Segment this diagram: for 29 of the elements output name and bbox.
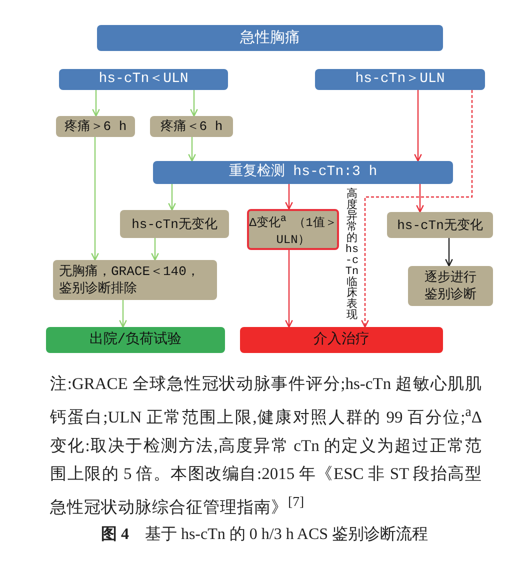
result-box: 无胸痛，GRACE＜140，鉴别诊断排除	[53, 260, 217, 300]
arrow	[361, 90, 473, 328]
process-box: 重复检测 hs-cTn:3 h	[153, 161, 453, 184]
arrow	[285, 184, 293, 210]
outcome-box: 介入治疗	[240, 327, 443, 353]
arrow	[416, 184, 424, 213]
arrow	[285, 250, 293, 328]
condition-box: hs-cTn＜ULN	[59, 69, 228, 90]
arrow	[414, 90, 422, 162]
arrow	[190, 90, 198, 117]
arrow	[91, 137, 99, 261]
arrow	[168, 184, 176, 211]
result-box: hs-cTn无变化	[120, 210, 229, 238]
figure-caption: 图 4 基于 hs-cTn 的 0 h/3 h ACS 鉴别诊断流程	[100, 524, 430, 545]
arrow	[188, 137, 196, 162]
edge-label: 高度异常的hs-cTn临床表现	[345, 190, 359, 322]
condition-box: hs-cTn＞ULN	[315, 69, 485, 90]
condition-box: 疼痛＜6 h	[150, 116, 233, 137]
note-text: 注:GRACE 全球急性冠状动脉事件评分;hs-cTn 超敏心肌肌钙蛋白;ULN 正常范围上限,健康对照人群的 99 百分位;$^{a}$Δ 变化:取决于检测方法,高度异常 cTn 的定义为超过正常范围上限的 5 倍。本图改编自:2015 年《ESC 非 ST 段抬高型急性冠状动脉综合征管理指南》$^{[7]}$	[50, 373, 482, 518]
arrow	[92, 90, 100, 117]
arrow	[445, 238, 453, 267]
arrow	[151, 238, 159, 261]
result-box: Δ变化$^{a}$ （1值＞ULN）	[247, 209, 339, 250]
condition-box: 疼痛＞6 h	[56, 116, 135, 137]
result-box: 逐步进行鉴别诊断	[408, 266, 493, 306]
result-box: hs-cTn无变化	[387, 212, 493, 238]
outcome-box: 出院/负荷试验	[46, 327, 225, 353]
arrow	[119, 300, 127, 328]
title-bar: 急性胸痛	[97, 25, 443, 51]
